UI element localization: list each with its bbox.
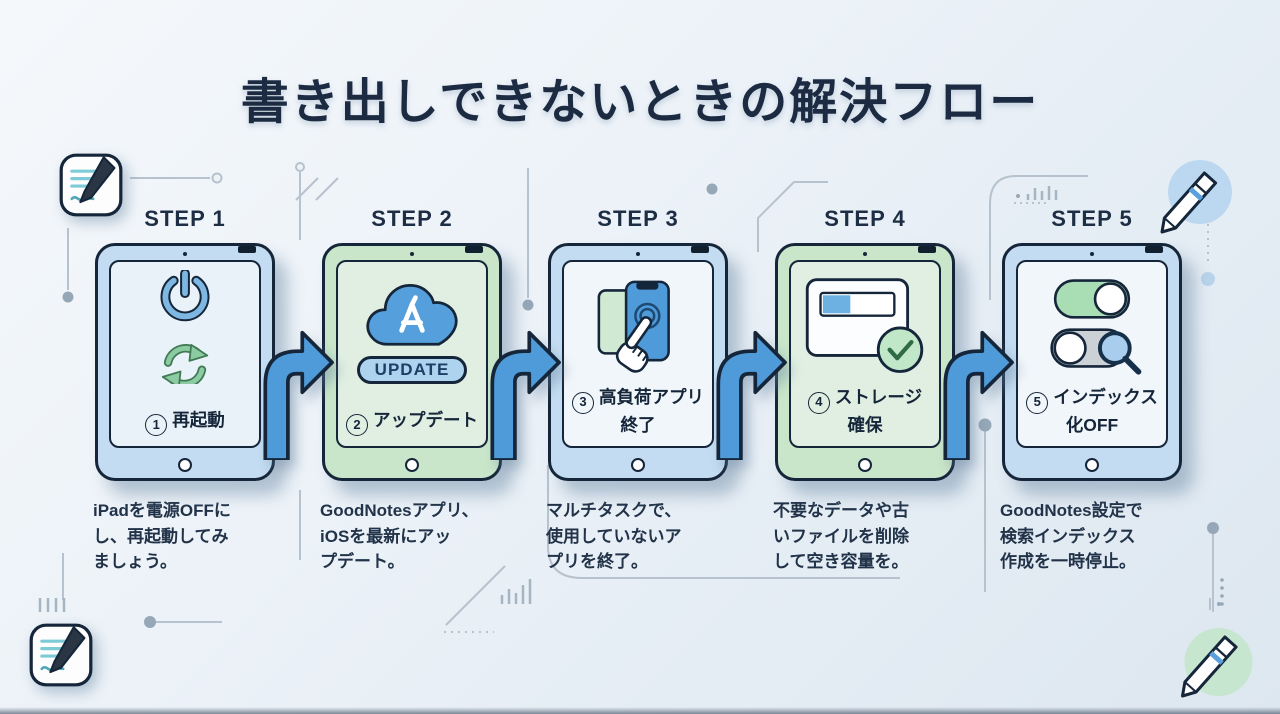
tablet-top-button: [465, 246, 483, 253]
power-restart-icon: [160, 270, 210, 384]
step-4-label: STEP 4: [824, 206, 906, 231]
flow-arrow-3: [716, 330, 787, 460]
circled-number: 5: [1026, 391, 1049, 414]
home-button: [1085, 458, 1099, 472]
camera-dot: [1090, 252, 1094, 256]
home-button: [178, 458, 192, 472]
step-2-label: STEP 2: [371, 206, 453, 231]
circled-number: 3: [572, 391, 594, 414]
step-1-description: iPadを電源OFFに し、再起動してみ ましょう。: [93, 501, 231, 571]
tablet-top-button: [691, 246, 709, 253]
flow-arrow-1: [263, 330, 334, 460]
camera-dot: [863, 252, 867, 256]
step-2-description: GoodNotesアプリ、 iOSを最新にアッ プデート。: [320, 501, 479, 571]
appstore-cloud-icon: [366, 284, 458, 346]
bottom-edge-shadow: [0, 707, 1280, 714]
page-title: 書き出しできないときの解決フロー: [240, 76, 1040, 129]
camera-dot: [183, 252, 187, 256]
step-1-label: STEP 1: [144, 206, 226, 231]
tablet-top-button: [1145, 246, 1163, 253]
camera-dot: [410, 252, 414, 256]
note-app-icon: [59, 153, 123, 217]
flow-arrow-4: [943, 330, 1014, 460]
step-3-description: マルチタスクで、 使用していないア プリを終了。: [546, 501, 682, 571]
pencil-circle-icon: [1160, 160, 1232, 234]
circled-number: 4: [807, 391, 830, 414]
flow-arrow-2: [490, 330, 561, 460]
note-app-icon: [29, 623, 93, 687]
pencil-circle-icon: [1181, 628, 1253, 698]
step-column-1: STEP 1: [85, 206, 285, 575]
app-switcher-tap-hand-icon: [597, 280, 670, 373]
home-button: [405, 458, 419, 472]
tablet-top-button: [918, 246, 936, 253]
storage-bar-check-icon: [805, 278, 924, 373]
toggles-search-off-icon: [1050, 279, 1142, 375]
home-button: [631, 458, 645, 472]
step-5-description: GoodNotes設定で 検索インデックス 作成を一時停止。: [1000, 501, 1143, 571]
circled-number: 1: [145, 414, 168, 436]
step-4-description: 不要なデータや古 いファイルを削除 して空き容量を。: [773, 501, 909, 571]
tablet-top-button: [238, 246, 256, 253]
update-badge: UPDATE: [357, 356, 467, 384]
camera-dot: [636, 252, 640, 256]
home-button: [858, 458, 872, 472]
circled-number: 2: [346, 414, 368, 436]
step-3-label: STEP 3: [597, 206, 679, 231]
